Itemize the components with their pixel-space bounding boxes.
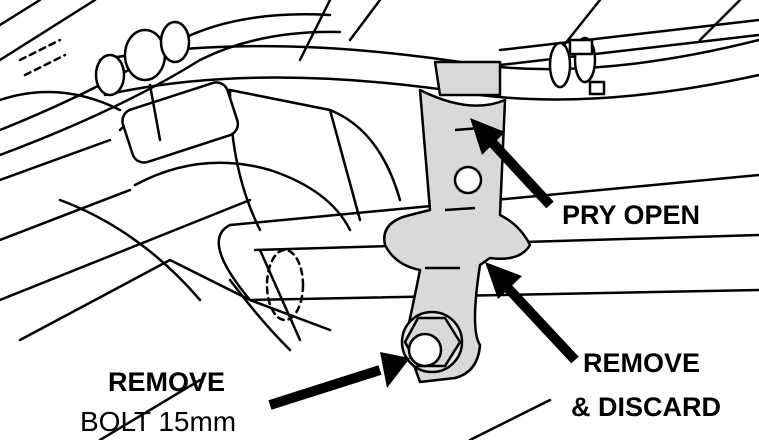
- bolt: [400, 310, 464, 374]
- remove-discard-arrow: [485, 262, 579, 364]
- pry-open-arrow: [470, 118, 554, 209]
- callout-arrows: [268, 118, 579, 410]
- remove-bolt-label-line1: REMOVE: [108, 367, 226, 397]
- retaining-bracket: [383, 60, 532, 384]
- remove-bolt-label-line2: BOLT 15mm: [80, 406, 237, 437]
- hose-fittings: [18, 20, 191, 97]
- remove-discard-label-line1: REMOVE: [583, 348, 701, 378]
- hose-sleeve: [121, 81, 240, 164]
- remove-discard-label-line2: & DISCARD: [571, 392, 722, 422]
- remove-bolt-arrow: [268, 352, 410, 410]
- hose-clamps: [548, 36, 606, 96]
- pry-open-label: PRY OPEN: [562, 200, 701, 230]
